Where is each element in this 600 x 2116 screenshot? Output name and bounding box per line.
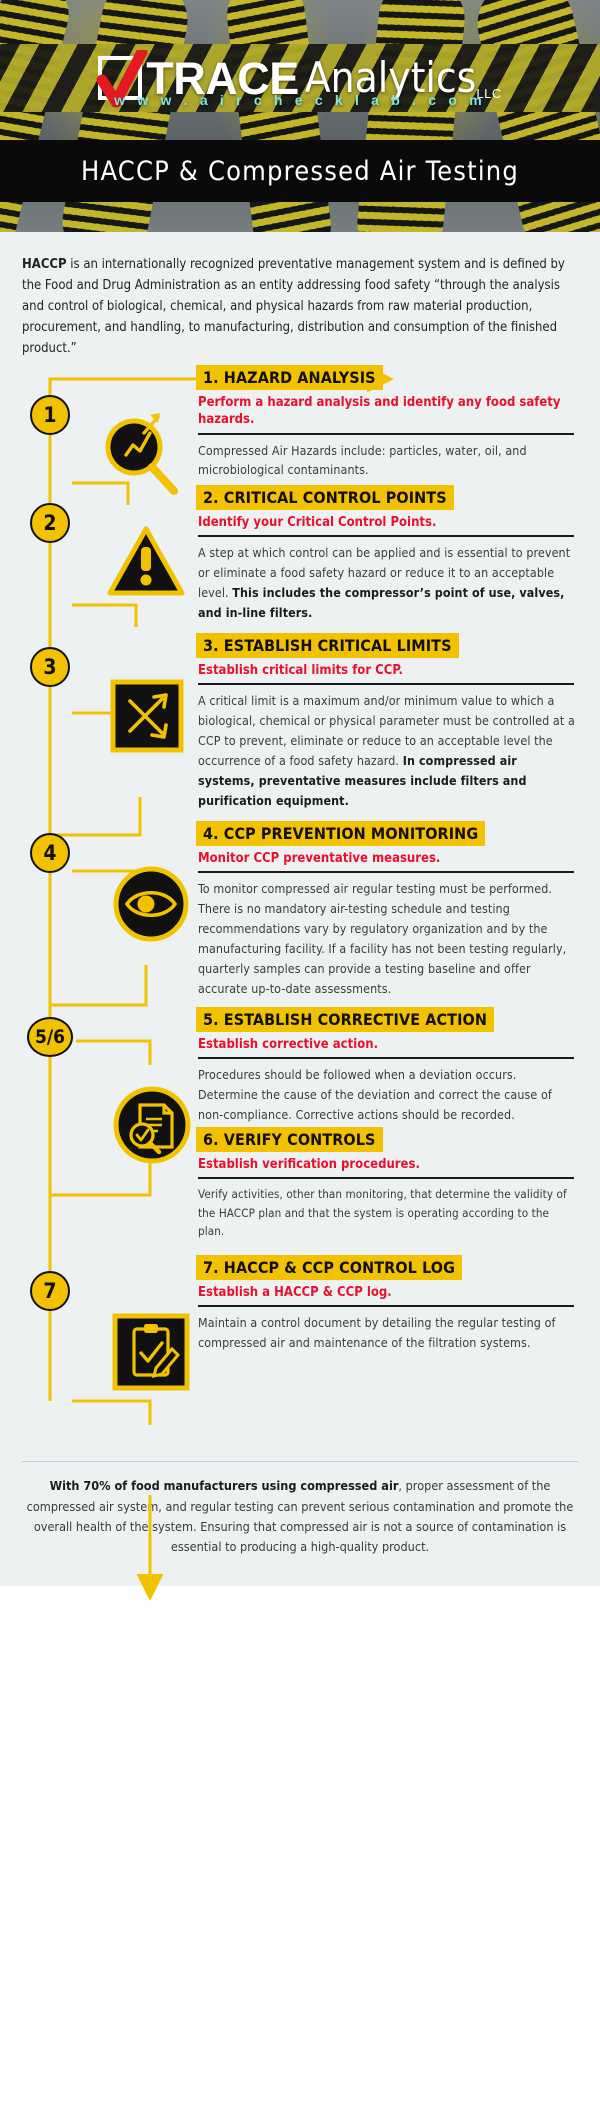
step-body-plain: A critical limit is a maximum and/or min… bbox=[198, 693, 575, 768]
brand-logo: TRACE Analytics LLC bbox=[0, 50, 600, 108]
step-body-plain: Maintain a control document by detailing… bbox=[198, 1315, 556, 1351]
clipboard-pencil-log-icon bbox=[112, 1313, 190, 1396]
warning-triangle-icon bbox=[106, 525, 186, 604]
step-body-7: Maintain a control document by detailing… bbox=[198, 1313, 576, 1353]
step-title-3: 3. ESTABLISH CRITICAL LIMITS bbox=[196, 633, 459, 659]
step-title-1: 1. HAZARD ANALYSIS bbox=[196, 365, 383, 391]
step-number-badge-3: 3 bbox=[30, 647, 70, 688]
eye-monitor-icon bbox=[112, 865, 190, 948]
step-subtitle-1: Perform a hazard analysis and identify a… bbox=[198, 395, 561, 428]
step-content: 6. VERIFY CONTROLS Establish verificatio… bbox=[196, 1127, 586, 1241]
step-list: 1 1. HAZARD ANALYSIS Perform a hazard a bbox=[0, 365, 600, 1435]
step-subtitle-6: Establish verification procedures. bbox=[198, 1157, 420, 1173]
divider bbox=[198, 683, 574, 686]
step-body-4: To monitor compressed air regular testin… bbox=[198, 879, 576, 998]
step-number-badge-5-6: 5/6 bbox=[27, 1017, 73, 1058]
divider bbox=[198, 432, 574, 435]
step-graphics: 7 bbox=[0, 1255, 196, 1391]
step-subtitle-7: Establish a HACCP & CCP log. bbox=[198, 1285, 392, 1301]
step-body-1: Compressed Air Hazards include: particle… bbox=[198, 441, 576, 481]
step-number-badge-4: 4 bbox=[30, 833, 70, 874]
step-title-2: 2. CRITICAL CONTROL POINTS bbox=[196, 485, 454, 511]
step-body-bold: This includes the compressor’s point of … bbox=[198, 585, 565, 620]
magnifying-glass-chart-icon bbox=[100, 407, 186, 500]
divider bbox=[198, 1057, 574, 1060]
divider bbox=[198, 1305, 574, 1308]
intro-text: is an internationally recognized prevent… bbox=[22, 257, 565, 357]
step-body-plain: Procedures should be followed when a dev… bbox=[198, 1067, 552, 1123]
divider bbox=[198, 871, 574, 874]
step-subtitle-2: Identify your Critical Control Points. bbox=[198, 515, 437, 531]
step-title-5: 5. ESTABLISH CORRECTIVE ACTION bbox=[196, 1007, 495, 1033]
divider bbox=[198, 1177, 574, 1180]
step-title-6: 6. VERIFY CONTROLS bbox=[196, 1127, 383, 1153]
step-item: 7 7. HACCP & CCP CONTROL LOG Establish bbox=[0, 1255, 586, 1435]
step-graphics: 5/6 bbox=[0, 1007, 196, 1164]
process-flow: 1 1. HAZARD ANALYSIS Perform a hazard a bbox=[0, 365, 600, 1602]
infographic-sheet: HACCP is an internationally recognized p… bbox=[0, 232, 600, 1602]
page-title: HACCP & Compressed Air Testing bbox=[80, 155, 519, 187]
header-banner: TRACE Analytics LLC w w w . a i r c h e … bbox=[0, 0, 600, 232]
step-item: 2 2. CRITICAL CONTROL POINTS Identify yo… bbox=[0, 485, 586, 633]
step-content: 4. CCP PREVENTION MONITORING Monitor CCP… bbox=[196, 821, 586, 998]
step-item: 4 4. CCP PREVENTION MONITORING Monitor C… bbox=[0, 821, 586, 1007]
step-body-plain: To monitor compressed air regular testin… bbox=[198, 881, 567, 996]
intro-lead: HACCP bbox=[22, 257, 67, 272]
step-number-badge-7: 7 bbox=[30, 1271, 70, 1312]
step-graphics: 1 bbox=[0, 365, 196, 496]
step-content: 7. HACCP & CCP CONTROL LOG Establish a H… bbox=[196, 1255, 586, 1353]
step-body-plain: A step at which control can be applied a… bbox=[198, 545, 571, 601]
divider bbox=[198, 535, 574, 538]
step-number-badge-1: 1 bbox=[30, 395, 70, 436]
brand-name-light: Analytics bbox=[304, 53, 477, 102]
step-content: 3. ESTABLISH CRITICAL LIMITS Establish c… bbox=[196, 633, 586, 810]
step-body-2: A step at which control can be applied a… bbox=[198, 543, 576, 622]
page-title-band: HACCP & Compressed Air Testing bbox=[0, 140, 600, 202]
footer-paragraph: With 70% of food manufacturers using com… bbox=[22, 1461, 578, 1558]
step-content: 5. ESTABLISH CORRECTIVE ACTION Establish… bbox=[196, 1007, 586, 1125]
step-item: 6. VERIFY CONTROLS Establish verificatio… bbox=[0, 1127, 586, 1255]
step-item: 5/6 5. ESTABLISH CO bbox=[0, 1007, 586, 1164]
step-body-6: Verify activities, other than monitoring… bbox=[198, 1185, 576, 1241]
document-check-magnifier-icon bbox=[112, 1085, 192, 1170]
step-number-badge-2: 2 bbox=[30, 503, 70, 544]
red-checkmark-icon bbox=[96, 50, 148, 108]
step-body-3: A critical limit is a maximum and/or min… bbox=[198, 691, 576, 810]
step-body-plain: Verify activities, other than monitoring… bbox=[198, 1187, 567, 1239]
step-graphics: 4 bbox=[0, 821, 196, 942]
step-subtitle-3: Establish critical limits for CCP. bbox=[198, 663, 403, 679]
footer-text: , proper assessment of the compressed ai… bbox=[26, 1478, 574, 1555]
step-graphics: 3 bbox=[0, 633, 196, 753]
step-body-5: Procedures should be followed when a dev… bbox=[198, 1065, 576, 1125]
brand-name-bold: TRACE bbox=[146, 52, 299, 104]
step-title-4: 4. CCP PREVENTION MONITORING bbox=[196, 821, 486, 847]
step-body-plain: Compressed Air Hazards include: particle… bbox=[198, 442, 527, 478]
crossed-arrows-limits-icon bbox=[110, 679, 184, 758]
step-title-7: 7. HACCP & CCP CONTROL LOG bbox=[196, 1255, 463, 1281]
intro-paragraph: HACCP is an internationally recognized p… bbox=[0, 232, 600, 365]
step-subtitle-5: Establish corrective action. bbox=[198, 1037, 379, 1053]
step-content: 2. CRITICAL CONTROL POINTS Identify your… bbox=[196, 485, 586, 623]
step-content: 1. HAZARD ANALYSIS Perform a hazard anal… bbox=[196, 365, 586, 480]
step-item: 3 3. ESTABLISH CRITICAL LIMITS Establis bbox=[0, 633, 586, 821]
step-body-bold: In compressed air systems, preventative … bbox=[198, 752, 527, 808]
step-subtitle-4: Monitor CCP preventative measures. bbox=[198, 851, 441, 867]
footer-lead: With 70% of food manufacturers using com… bbox=[49, 1478, 399, 1494]
step-item: 1 1. HAZARD ANALYSIS Perform a hazard a bbox=[0, 365, 586, 496]
checkbox-icon bbox=[96, 50, 148, 108]
brand-website: w w w . a i r c h e c k l a b . c o m bbox=[114, 92, 486, 108]
brand-suffix: LLC bbox=[476, 86, 502, 101]
